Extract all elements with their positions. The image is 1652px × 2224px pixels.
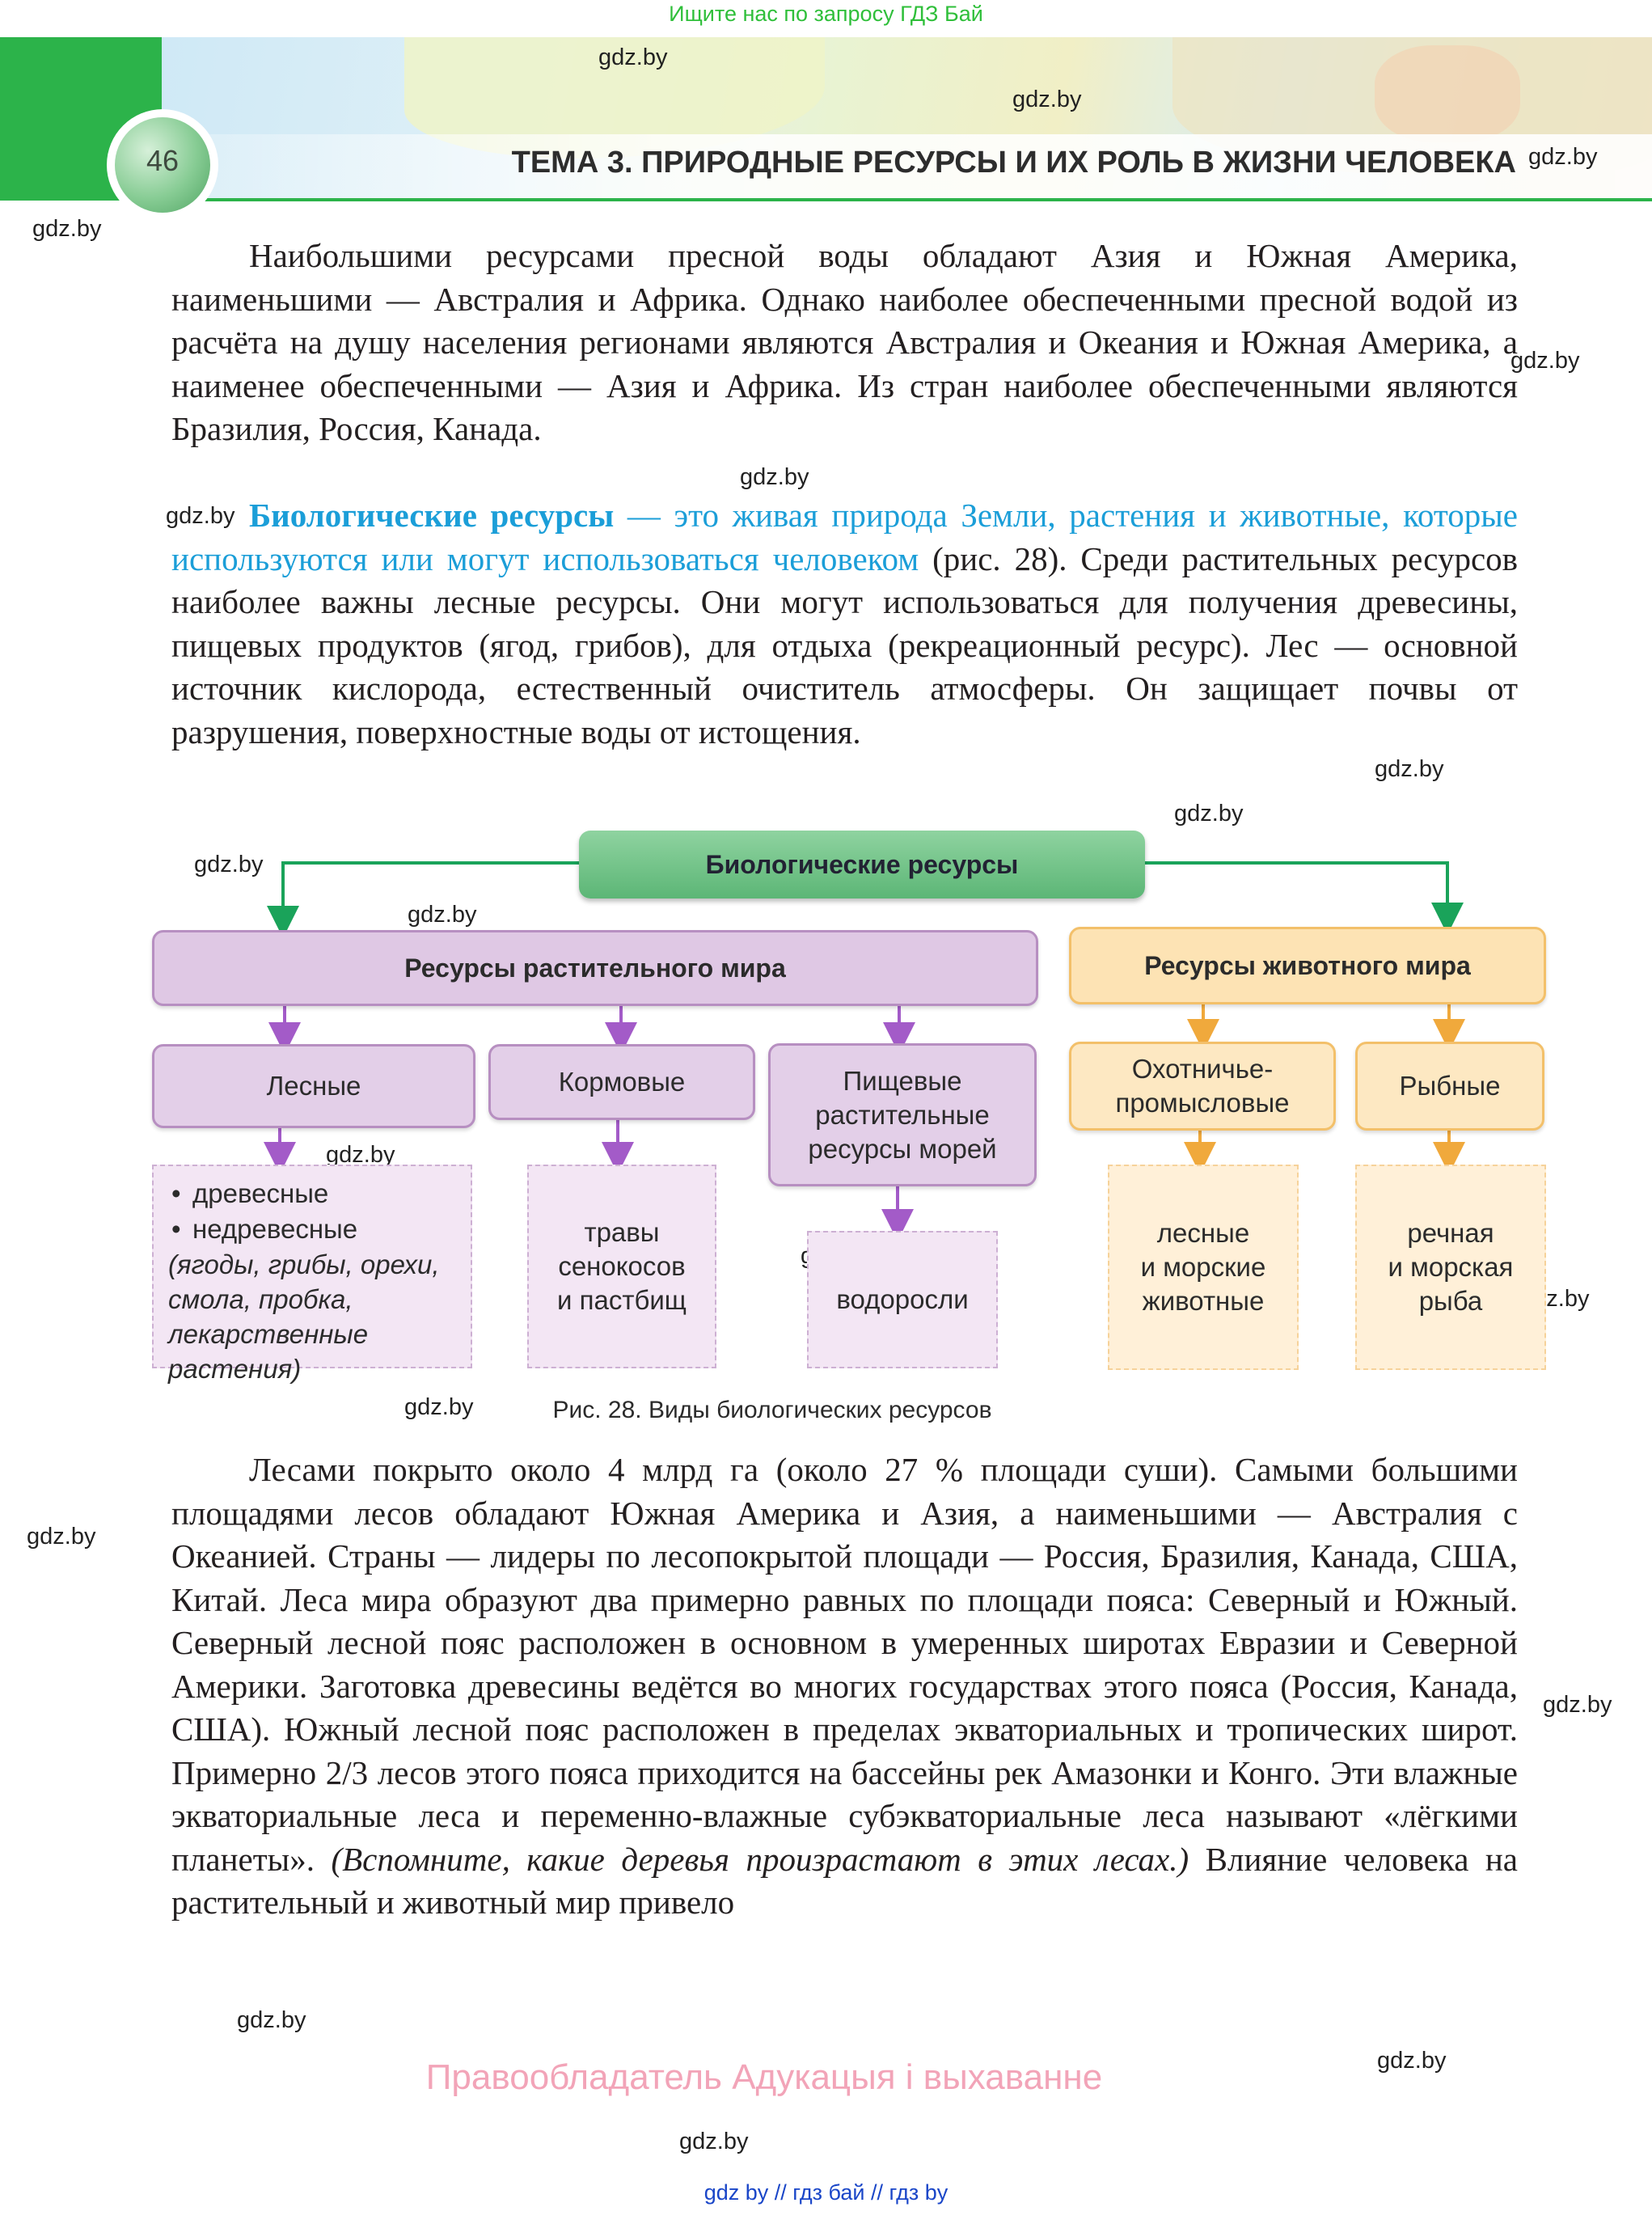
watermark: gdz.by <box>404 1394 474 1420</box>
list-item: древесные <box>168 1176 456 1211</box>
diagram-fish-leaf: речная и морская рыба <box>1355 1165 1546 1370</box>
watermark: gdz.by <box>1377 2048 1447 2074</box>
figure-caption: Рис. 28. Виды биологических ресурсов <box>552 1397 992 1423</box>
diagram-root-box: Биологические ресурсы <box>579 831 1145 898</box>
paragraph-forests: Лесами покрыто около 4 млрд га (около 27… <box>171 1451 1519 1921</box>
watermark: gdz.by <box>27 1524 96 1550</box>
watermark: gdz.by <box>408 902 477 928</box>
chapter-title: ТЕМА 3. ПРИРОДНЫЕ РЕСУРСЫ И ИХ РОЛЬ В ЖИ… <box>511 146 1516 180</box>
watermark: gdz.by <box>1543 1692 1612 1718</box>
globe-icon <box>107 109 218 221</box>
copyright-holder: Правообладатель Адукацыя і выхаванне <box>425 2057 1103 2097</box>
watermark: gdz.by <box>1510 348 1580 374</box>
header-rule <box>162 198 1652 201</box>
diagram-sea-leaf: водоросли <box>807 1231 998 1368</box>
watermark: gdz.by <box>1012 87 1082 112</box>
watermark: gdz.by <box>166 503 235 529</box>
watermark: gdz.by <box>679 2129 749 2154</box>
paragraph-biological-resources: Биологические ресурсы — это живая природ… <box>171 497 1518 750</box>
watermark: gdz.by <box>32 216 102 242</box>
watermark: gdz.by <box>326 1142 395 1168</box>
diagram-hunting-box: Охотничье- промысловые <box>1069 1042 1336 1131</box>
footer-links[interactable]: gdz by // гдз бай // гдз by <box>703 2180 949 2205</box>
list-item: недревесные <box>168 1211 456 1247</box>
diagram-fodder-leaf: травы сенокосов и пастбищ <box>527 1165 716 1368</box>
forest-leaf-note: (ягоды, грибы, орехи, смола, пробка, лек… <box>168 1249 440 1384</box>
watermark: gdz.by <box>1528 144 1598 170</box>
diagram-hunting-leaf: лесные и морские животные <box>1108 1165 1299 1370</box>
page-number: 46 <box>146 144 180 177</box>
recall-question: (Вспомните, какие деревья произрастают в… <box>331 1840 1189 1878</box>
diagram-animal-resources-box: Ресурсы животного мира <box>1069 927 1546 1004</box>
watermark: gdz.by <box>598 44 668 70</box>
diagram-forest-box: Лесные <box>152 1044 475 1128</box>
term-biological-resources: Биологические ресурсы <box>249 497 615 534</box>
diagram-forest-leaf: древесные недревесные (ягоды, грибы, оре… <box>152 1165 472 1384</box>
diagram-plant-resources-box: Ресурсы растительного мира <box>152 930 1038 1006</box>
watermark: gdz.by <box>1375 756 1444 782</box>
watermark: gdz.by <box>740 464 809 490</box>
watermark: gdz.by <box>1174 801 1244 827</box>
header-banner <box>0 37 1652 201</box>
diagram-fodder-box: Кормовые <box>488 1044 755 1120</box>
paragraph-fresh-water: Наибольшими ресурсами пресной воды облад… <box>171 237 1518 447</box>
definition-text: — это живая природа Земли, растения и жи… <box>171 497 1518 577</box>
watermark: gdz.by <box>194 852 264 877</box>
diagram-sea-food-box: Пищевые растительные ресурсы морей <box>768 1043 1037 1186</box>
watermark: gdz.by <box>237 2007 306 2033</box>
diagram-fish-box: Рыбные <box>1355 1042 1544 1131</box>
top-search-link[interactable]: Ищите нас по запросу ГДЗ Бай <box>669 2 983 26</box>
